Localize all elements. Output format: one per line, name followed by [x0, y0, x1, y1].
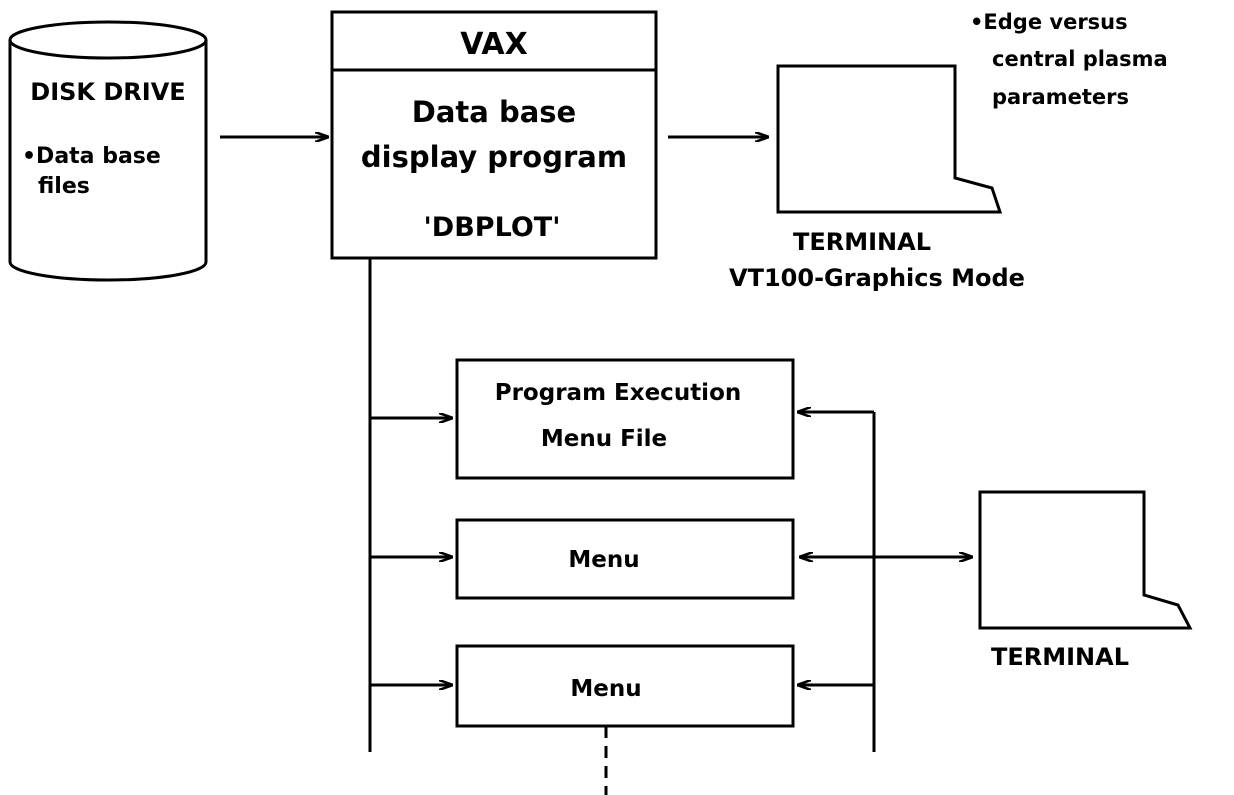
menu-1-label: Menu [568, 547, 639, 573]
terminal-top-label: TERMINAL [793, 228, 931, 256]
vax-title: VAX [460, 27, 528, 62]
exec-line-1: Program Execution [495, 380, 742, 406]
menu-2-label: Menu [570, 676, 641, 702]
terminal-note-3: parameters [992, 85, 1129, 109]
terminal-bottom-label: TERMINAL [991, 643, 1129, 671]
disk-drive: DISK DRIVE •Data base files [8, 20, 208, 282]
terminal-top-sublabel: VT100-Graphics Mode [729, 264, 1025, 292]
vax-line-2: display program [361, 140, 627, 174]
program-execution-box: Program Execution Menu File [455, 358, 795, 480]
terminal-note-1: •Edge versus [970, 10, 1128, 34]
disk-drive-bullet-1: •Data base [22, 144, 161, 169]
terminal-bottom: TERMINAL [978, 490, 1193, 671]
disk-drive-title: DISK DRIVE [30, 78, 185, 106]
terminal-note-2: central plasma [992, 47, 1168, 71]
disk-drive-bullet-2: files [38, 174, 90, 199]
vax-box: VAX Data base display program 'DBPLOT' [330, 10, 658, 260]
menu-box-1: Menu [455, 518, 795, 600]
terminal-top: TERMINAL VT100-Graphics Mode •Edge versu… [729, 10, 1168, 292]
menu-box-2: Menu [455, 644, 795, 728]
vax-program-name: 'DBPLOT' [424, 212, 561, 243]
vax-line-1: Data base [412, 95, 576, 129]
exec-line-2: Menu File [541, 426, 667, 452]
